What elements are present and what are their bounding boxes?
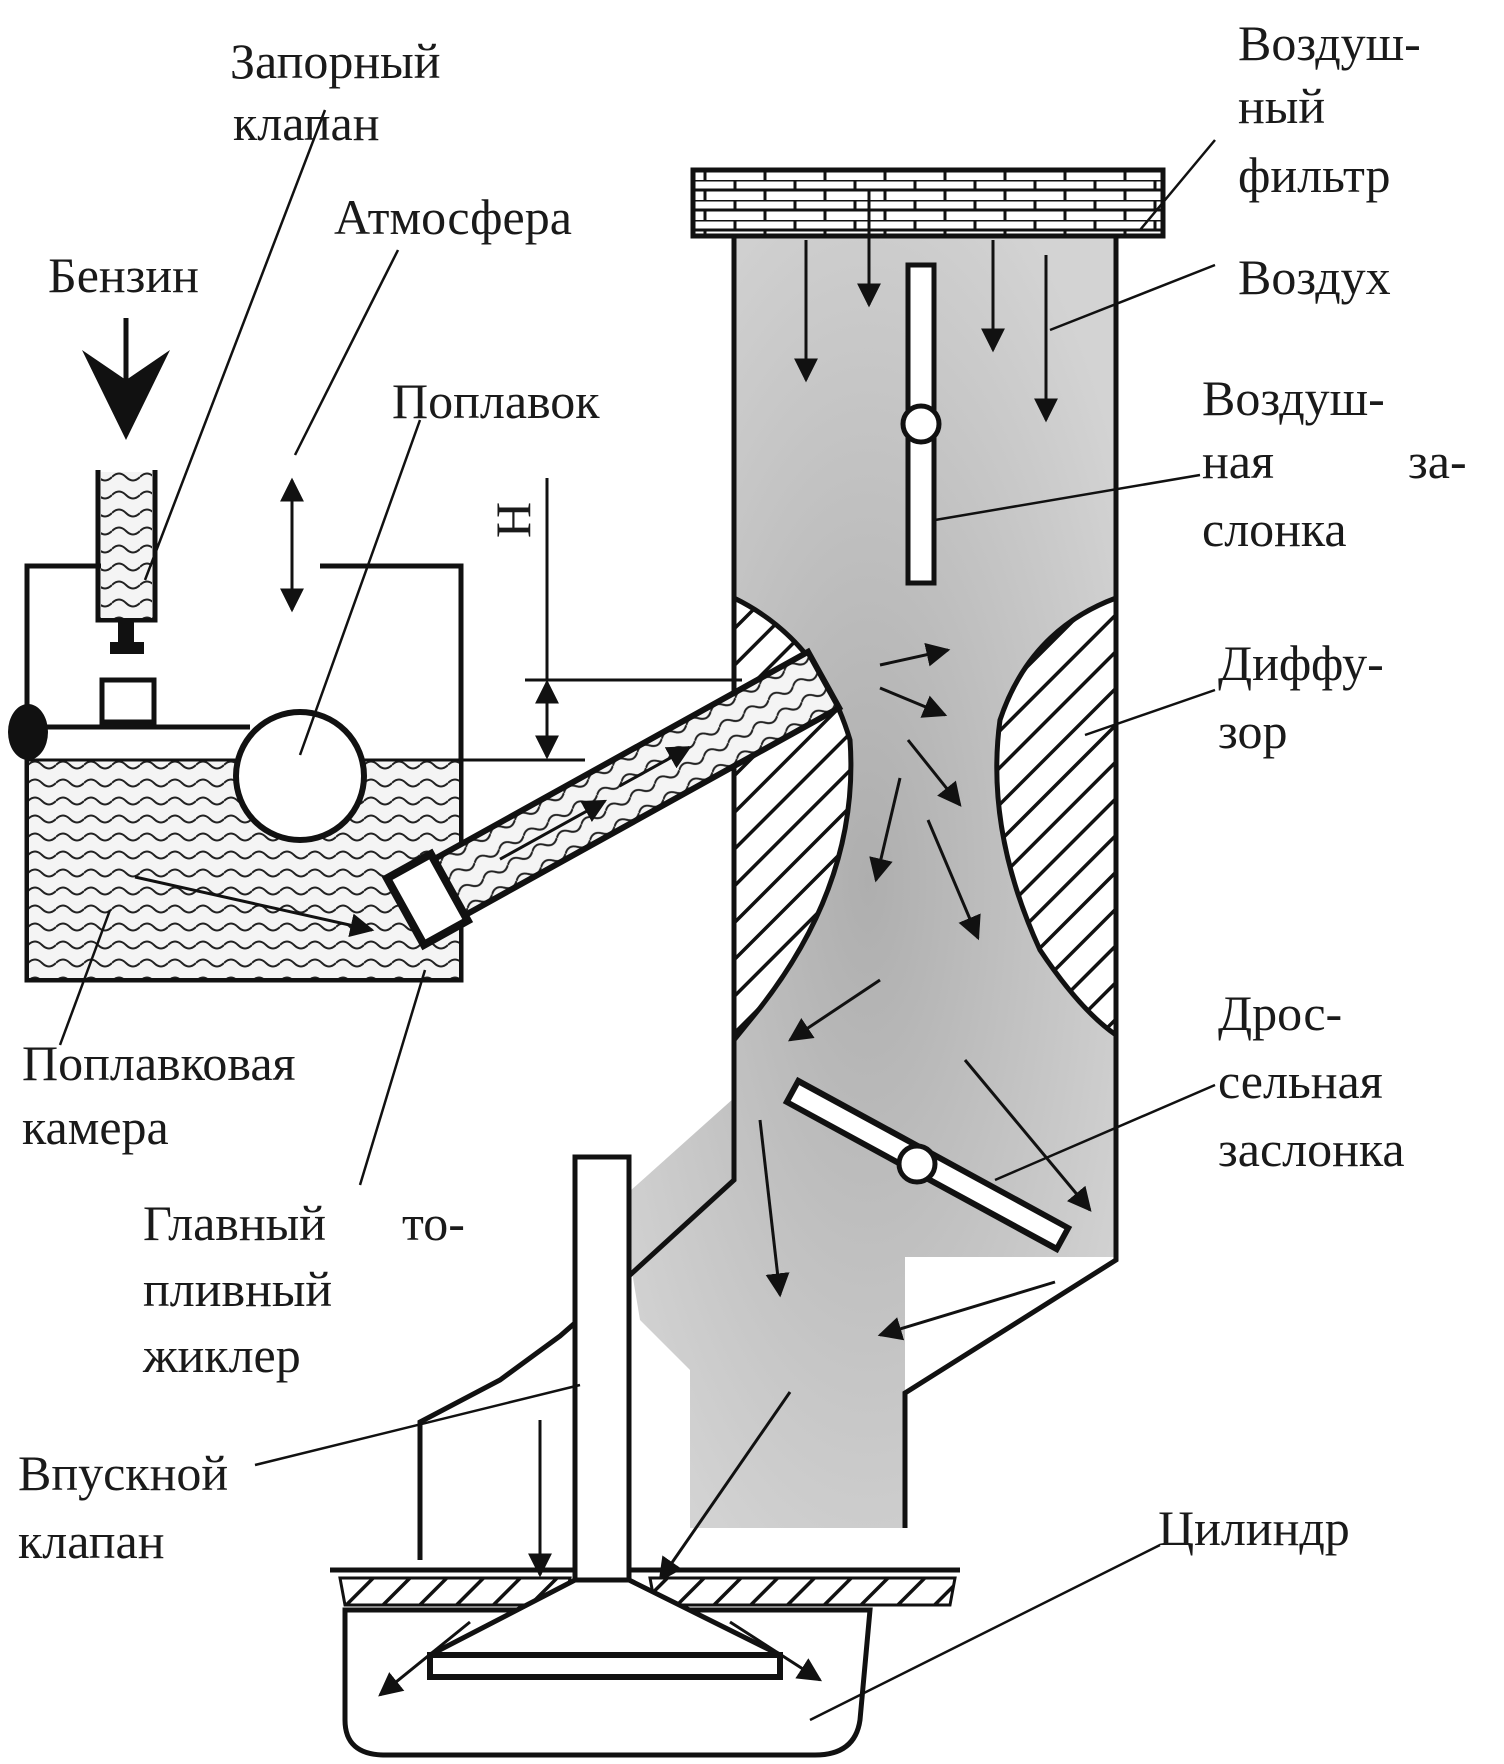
leader-lines (58, 109, 1216, 1722)
flow-arrow-2 (879, 686, 948, 718)
leader-air (1049, 263, 1216, 332)
air-inflow-arrows (794, 190, 1058, 423)
flow-arrow-9 (877, 1280, 1056, 1341)
fuel-inlet-fill (101, 472, 152, 618)
cyl-arrow-left (378, 1620, 471, 1697)
label-air: Воздух (1238, 249, 1391, 305)
leader-throttle (994, 1083, 1216, 1182)
leader-shutoff-valve (143, 109, 327, 581)
fuel-flow-arrow (134, 875, 375, 937)
leader-diffuser (1084, 688, 1216, 737)
intake-valve-stem (572, 1154, 632, 1585)
labels: Запорный клапан Атмосфера Бензин Поплаво… (18, 15, 1467, 1569)
label-atmosphere: Атмосфера (334, 189, 572, 245)
label-choke-2: ная (1202, 433, 1274, 489)
flow-arrow-5 (926, 819, 981, 941)
label-gasoline: Бензин (48, 247, 199, 303)
label-air-filter-2: ный (1238, 78, 1325, 134)
label-choke-1: Воздуш- (1202, 370, 1385, 426)
label-diffuser-1: Диффу- (1218, 635, 1384, 691)
label-main-jet-4: жиклер (142, 1327, 301, 1383)
leader-main-jet (358, 969, 427, 1186)
cyl-arrow-right (729, 1620, 823, 1682)
float-lever-pad (99, 677, 157, 725)
flow-arrow-8 (758, 1119, 790, 1298)
leader-atmosphere (293, 249, 400, 456)
label-throttle-2: сельная (1218, 1053, 1383, 1109)
intake-valve-disc (427, 1652, 783, 1680)
float-chamber-wall (24, 563, 464, 983)
level-h-label: Н (485, 502, 541, 538)
fuel-inlet-pipe (95, 470, 158, 623)
leader-cylinder (809, 1543, 1161, 1722)
label-shutoff-valve-2: клапан (233, 95, 379, 151)
cylinder-body (342, 1607, 873, 1758)
tube-flow-arrow-2 (618, 745, 692, 788)
leader-intake-valve (254, 1383, 581, 1467)
flow-arrow-3 (906, 739, 962, 807)
leader-float-chamber (58, 909, 112, 1046)
air-filter (690, 167, 1166, 239)
leader-air-filter (1139, 139, 1216, 231)
leader-choke (934, 473, 1201, 522)
label-intake-valve-1: Впускной (18, 1445, 228, 1501)
float-ball (233, 709, 367, 843)
main-jet (381, 848, 474, 951)
label-diffuser-2: зор (1218, 703, 1287, 759)
channel-left-wall (417, 235, 737, 1560)
label-float-chamber-2: камера (22, 1099, 169, 1155)
label-intake-valve-2: клапан (18, 1513, 164, 1569)
label-main-jet-2: то- (402, 1195, 465, 1251)
label-air-filter-1: Воздуш- (1238, 15, 1421, 71)
throttle-axle (896, 1143, 938, 1185)
flow-arrow-10 (658, 1391, 792, 1582)
label-throttle-3: заслонка (1218, 1121, 1405, 1177)
label-main-jet-3: пливный (143, 1261, 332, 1317)
leader-float (298, 419, 422, 756)
label-float-chamber-1: Поплавковая (22, 1035, 296, 1091)
gasoline-arrowhead (82, 350, 170, 440)
flow-arrow-4 (869, 777, 902, 883)
label-cylinder: Цилиндр (1158, 1500, 1350, 1556)
needle-valve-tip (118, 622, 134, 642)
mixture-flow-arrows (528, 642, 1092, 1582)
label-choke-3: за- (1408, 433, 1467, 489)
label-shutoff-valve-1: Запорный (230, 33, 440, 89)
label-air-filter-3: фильтр (1238, 147, 1390, 203)
lever-pivot (8, 704, 48, 760)
valve-seat-hatch-right (648, 1576, 957, 1607)
flow-arrow-7 (963, 1059, 1092, 1212)
cylinder-inflow-arrows (378, 1620, 823, 1697)
tube-flow-arrow-1 (499, 799, 608, 861)
choke-axle (900, 403, 942, 445)
label-main-jet-1: Главный (143, 1195, 326, 1251)
flow-arrow-6 (788, 978, 881, 1042)
flow-arrow-1 (879, 642, 951, 667)
label-throttle-1: Дрос- (1218, 985, 1342, 1041)
main-jet-tube (381, 647, 844, 951)
label-float: Поплавок (392, 373, 600, 429)
label-choke-4: слонка (1202, 501, 1347, 557)
needle-valve-base (110, 642, 144, 654)
diffuser-right (994, 594, 1119, 1040)
